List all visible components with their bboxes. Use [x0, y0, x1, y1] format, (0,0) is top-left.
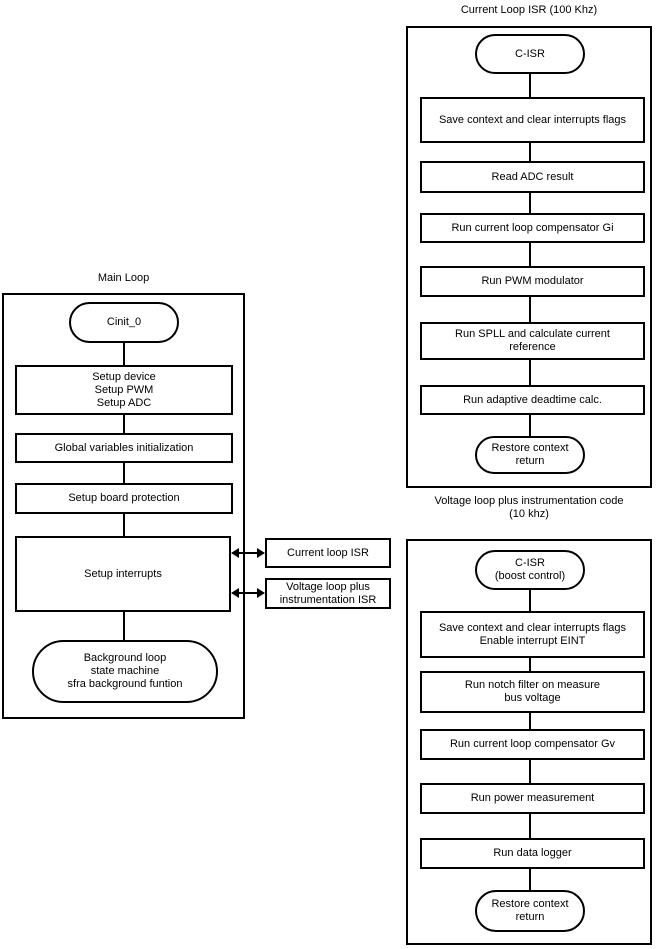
voltage-step-compensator-gv: Run current loop compensator Gv [420, 729, 645, 760]
current-isr-title: Current Loop ISR (100 Khz) [460, 4, 598, 16]
voltage-loop-title: Voltage loop plus instrumentation code (… [434, 495, 624, 520]
connector-line [529, 713, 531, 729]
current-step-read-adc: Read ADC result [420, 161, 645, 193]
arrowhead-left-icon [231, 548, 239, 558]
connector-line [529, 415, 531, 436]
connector-line [529, 360, 531, 385]
voltage-step-notch-filter: Run notch filter on measure bus voltage [420, 671, 645, 713]
current-isr-start-terminal: C-ISR [475, 34, 585, 74]
link-box-current-loop-isr: Current loop ISR [265, 538, 391, 568]
connector-line [529, 814, 531, 838]
main-step-setup-interrupts: Setup interrupts [15, 536, 231, 612]
voltage-isr-end-terminal: Restore context return [475, 890, 585, 932]
voltage-step-save-context: Save context and clear interrupts flags … [420, 611, 645, 658]
voltage-isr-start-terminal: C-ISR (boost control) [475, 550, 585, 590]
connector-line [123, 343, 125, 365]
main-step-setup-device: Setup device Setup PWM Setup ADC [15, 365, 233, 415]
current-step-pwm-modulator: Run PWM modulator [420, 266, 645, 297]
connector-line [529, 590, 531, 611]
connector-line [529, 658, 531, 671]
arrowhead-right-icon [257, 548, 265, 558]
main-loop-title: Main Loop [97, 272, 150, 284]
connector-line [123, 514, 125, 536]
current-isr-end-terminal: Restore context return [475, 436, 585, 474]
connector-line [529, 297, 531, 322]
double-arrow-voltage-isr [231, 588, 265, 598]
connector-line [123, 463, 125, 483]
current-step-compensator-gi: Run current loop compensator Gi [420, 213, 645, 243]
arrowhead-right-icon [257, 588, 265, 598]
double-arrow-current-isr [231, 548, 265, 558]
connector-line [529, 193, 531, 213]
connector-line [123, 415, 125, 433]
connector-line [123, 612, 125, 640]
voltage-step-data-logger: Run data logger [420, 838, 645, 869]
connector-line [529, 74, 531, 97]
connector-line [529, 869, 531, 890]
current-step-adaptive-deadtime: Run adaptive deadtime calc. [420, 385, 645, 415]
arrow-shaft [236, 552, 260, 554]
current-step-spll: Run SPLL and calculate current reference [420, 322, 645, 360]
voltage-step-power-measurement: Run power measurement [420, 783, 645, 814]
current-step-save-context: Save context and clear interrupts flags [420, 97, 645, 143]
main-start-terminal: Cinit_0 [69, 302, 179, 343]
connector-line [529, 143, 531, 161]
main-step-global-vars: Global variables initialization [15, 433, 233, 463]
arrowhead-left-icon [231, 588, 239, 598]
connector-line [529, 243, 531, 266]
connector-line [529, 760, 531, 783]
main-step-board-protection: Setup board protection [15, 483, 233, 514]
arrow-shaft [236, 592, 260, 594]
main-background-loop-terminal: Background loop state machine sfra backg… [32, 640, 218, 703]
link-box-voltage-loop-isr: Voltage loop plus instrumentation ISR [265, 578, 391, 609]
